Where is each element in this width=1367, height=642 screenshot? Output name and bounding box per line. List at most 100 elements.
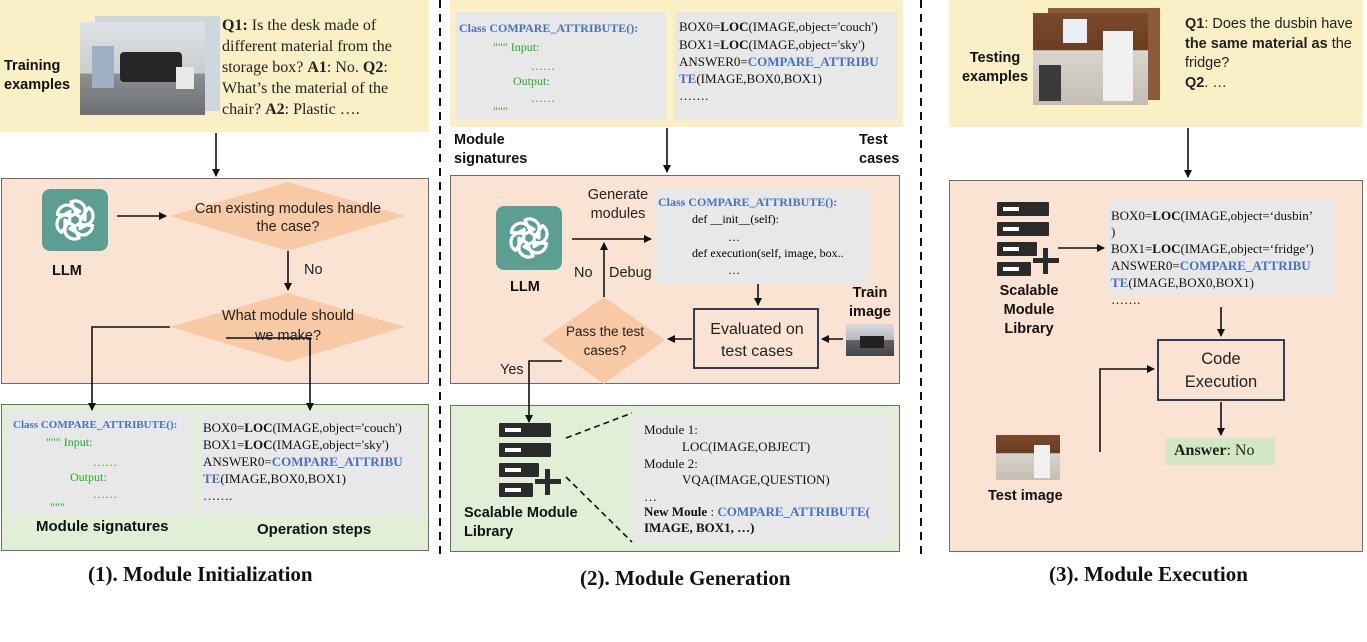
- p1-sig-class-prefix: Class: [13, 419, 41, 431]
- p2-tests-l5: …….: [679, 88, 709, 103]
- p2-generate-label: Generate modules: [587, 187, 649, 222]
- p2-tests-code: BOX0=LOC(IMAGE,object='couch') BOX1=LOC(…: [675, 12, 897, 120]
- p1-sig-dots1: ……: [93, 455, 117, 469]
- p3-caption: (3). Module Execution: [1049, 562, 1248, 586]
- p1-q1-label: Q1:: [222, 17, 248, 34]
- p3-code-execution-text: Code Execution: [1184, 350, 1258, 391]
- p1-signature-code: Class COMPARE_ATTRIBUTE(): """ Input: ………: [8, 412, 195, 516]
- p2-sig-class-line: Class COMPARE_ATTRIBUTE():: [459, 21, 639, 35]
- p2-new-module-line: New Moule : COMPARE_ATTRIBUTE(: [644, 504, 870, 519]
- p2-sig-input: """ Input:: [493, 40, 540, 54]
- p2-dash-library-bottom: [565, 476, 633, 543]
- p1-ops-code: BOX0=LOC(IMAGE,object='couch') BOX1=LOC(…: [200, 412, 423, 516]
- p1-caption: (1). Module Initialization: [88, 562, 313, 586]
- p3-testing-label: Testing examples: [961, 50, 1029, 85]
- p2-library-label: Scalable Module Library: [464, 505, 578, 540]
- p1-operation-steps-label: Operation steps: [257, 521, 372, 538]
- p1-diamond2-shape: [170, 293, 405, 362]
- p2-debug-label: Debug: [609, 265, 652, 281]
- p1-ops-l2: BOX1=LOC(IMAGE,object='sky'): [203, 437, 389, 452]
- p1-no-label: No: [304, 262, 323, 278]
- p1-q2-label: Q2: [362, 59, 384, 76]
- p1-qa-text: Q1: Is the desk made of different materi…: [222, 15, 422, 120]
- p2-diamond-shape: [542, 297, 665, 384]
- p2-modules-ellipsis: …: [644, 489, 657, 504]
- module-library-icon: [997, 202, 1059, 276]
- p1-a1-label: A1: [307, 59, 327, 76]
- p1-sig-end: """: [50, 500, 65, 514]
- p2-new-module-fn: IMAGE, BOX1, …): [644, 520, 755, 535]
- p1-training-photo: [80, 22, 205, 115]
- p2-tests-l4: TE(IMAGE,BOX0,BOX1): [679, 71, 823, 86]
- p1-q2-text: : What’s the material of the chair?: [222, 59, 389, 118]
- p2-signature-code: Class COMPARE_ATTRIBUTE(): """ Input: ………: [456, 12, 666, 120]
- p2-modules-list: Module 1: LOC(IMAGE,OBJECT) Module 2: VQ…: [631, 413, 891, 543]
- p3-test-image-label: Test image: [988, 488, 1063, 504]
- openai-logo-icon: [55, 199, 95, 241]
- p1-sig-output: Output:: [70, 470, 107, 484]
- p2-sig-dots2: ……: [531, 91, 555, 105]
- p1-llm-logo: [42, 189, 108, 251]
- p2-sig-end: """: [493, 104, 508, 118]
- p1-sig-input: """ Input:: [46, 435, 93, 449]
- p3-answer-box: Answer: No: [1166, 438, 1275, 465]
- p1-llm-label: LLM: [52, 263, 82, 279]
- p2-yes-label: Yes: [500, 362, 524, 378]
- p1-training-label: Training examples: [4, 58, 71, 93]
- p3-program-l5: …….: [1111, 292, 1141, 307]
- p2-code-class-line: Class COMPARE_ATTRIBUTE():: [658, 195, 838, 209]
- p1-diamond2-text: What module should we make?: [221, 308, 355, 344]
- p3-program-l1b: ): [1111, 224, 1116, 239]
- p1-arrow-to-operations: [226, 337, 314, 411]
- p2-sig-output: Output:: [513, 74, 550, 88]
- p2-arrow-yes-to-library: [525, 360, 562, 423]
- p2-train-photo: [846, 324, 894, 356]
- p2-tests-l2: BOX1=LOC(IMAGE,object='sky'): [679, 37, 865, 52]
- p2-code-l2: def __init__(self):: [692, 212, 779, 226]
- openai-logo-icon: [509, 217, 549, 259]
- p1-a2-text: : Plastic ….: [284, 101, 360, 118]
- p1-ops-l1: BOX0=LOC(IMAGE,object='couch'): [203, 420, 402, 435]
- p3-library-label: Scalable Module Library: [999, 283, 1059, 337]
- p3-answer-text: Answer: No: [1174, 442, 1255, 459]
- p2-train-image-label: Train image: [849, 285, 891, 320]
- p2-code-l3: …: [728, 230, 740, 244]
- p2-caption: (2). Module Generation: [580, 566, 791, 590]
- p2-module2-fn: VQA(IMAGE,QUESTION): [682, 472, 830, 487]
- p2-evaluated-box: Evaluated on test cases: [693, 308, 819, 369]
- p3-program-l2: BOX1=LOC(IMAGE,object=‘fridge’): [1111, 241, 1314, 256]
- p2-sig-dots1: ……: [531, 59, 555, 73]
- p1-sig-dots2: ……: [93, 487, 117, 501]
- p2-code-l5: …: [728, 263, 740, 277]
- p1-sig-class-line: Class COMPARE_ATTRIBUTE():: [13, 417, 177, 433]
- p2-no-label: No: [574, 265, 593, 281]
- p1-arrow-to-signatures: [88, 326, 170, 411]
- p2-tests-l1: BOX0=LOC(IMAGE,object='couch'): [679, 19, 878, 34]
- p1-ops-l4: TE(IMAGE,BOX0,BOX1): [203, 471, 347, 486]
- p1-ops-l3: ANSWER0=COMPARE_ATTRIBU: [203, 454, 403, 469]
- p1-sig-class-name: COMPARE_ATTRIBUTE():: [40, 419, 178, 431]
- p2-llm-logo: [496, 206, 562, 270]
- p3-program-code: BOX0=LOC(IMAGE,object=‘dusbin’ ) BOX1=LO…: [1107, 200, 1335, 295]
- p3-code-execution-box: Code Execution: [1157, 339, 1285, 401]
- p3-program-l3: ANSWER0=COMPARE_ATTRIBU: [1111, 258, 1311, 273]
- p1-diamond1-text: Can existing modules handle the case?: [194, 201, 382, 235]
- p3-arrow-image-to-exec: [1099, 365, 1155, 452]
- p1-a2-label: A2: [265, 101, 285, 118]
- p2-llm-label: LLM: [510, 279, 540, 295]
- p2-module2: Module 2:: [644, 456, 698, 471]
- p2-generated-code: Class COMPARE_ATTRIBUTE(): def __init__(…: [655, 189, 870, 284]
- p1-diamond1-shape: [170, 182, 405, 251]
- p1-ops-l5: …….: [203, 488, 233, 503]
- p1-q1-text: Is the desk made of different material f…: [222, 17, 392, 76]
- p3-question-text: Q1: Does the dusbin have the same materi…: [1185, 16, 1353, 91]
- module-library-icon: [499, 423, 561, 497]
- p2-tests-l3: ANSWER0=COMPARE_ATTRIBU: [679, 54, 879, 69]
- p3-testing-photo: [1033, 13, 1148, 105]
- p3-test-photo: [996, 435, 1060, 480]
- p2-test-cases-label: Test cases: [859, 132, 900, 167]
